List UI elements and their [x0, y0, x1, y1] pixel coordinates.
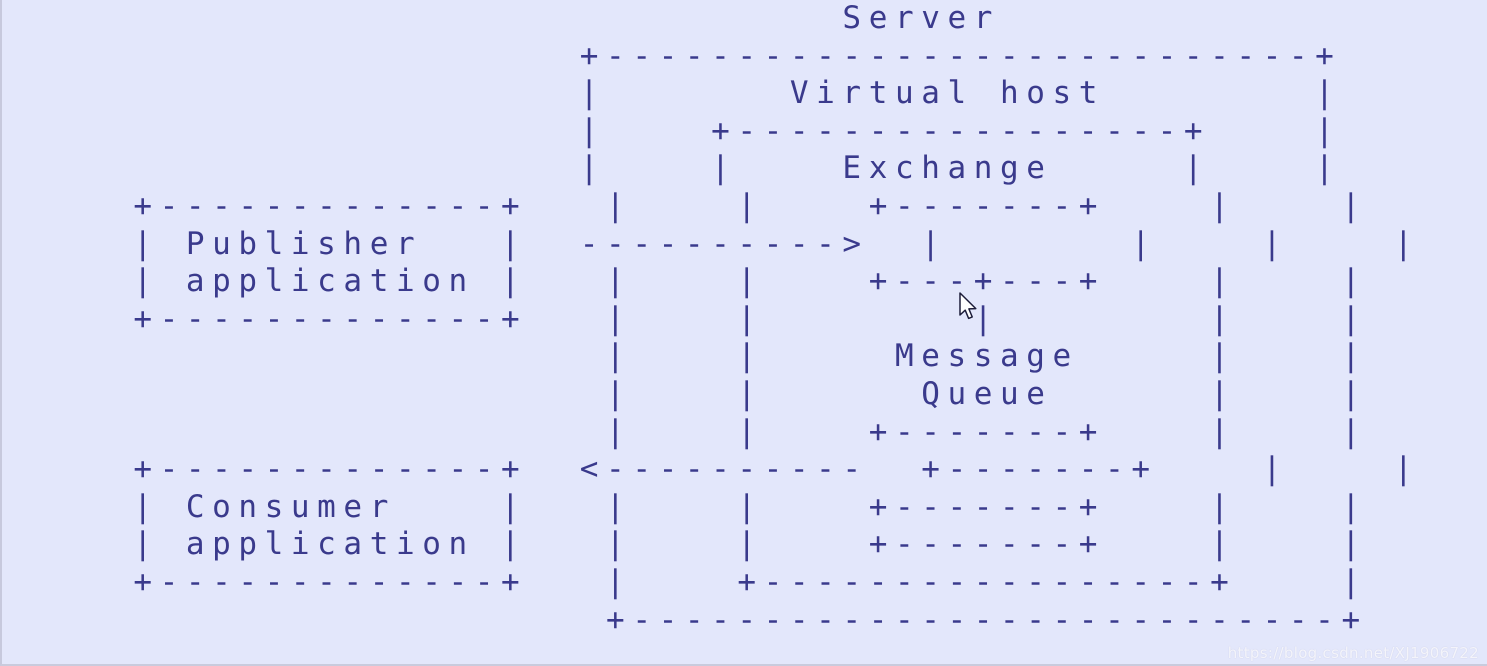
diagram-row: Server [2, 0, 1001, 36]
diagram-row: +-------------+ <---------- +-------+ | … [2, 451, 1421, 488]
site-watermark: https://blog.csdn.net/XJ1906722 [1227, 644, 1479, 662]
diagram-row: +---------------------------+ [2, 601, 1368, 638]
diagram-row: +-------------+ | | | | | [2, 300, 1368, 337]
diagram-row: | | Queue | | [2, 375, 1368, 412]
diagram-row: | | Exchange | | [2, 150, 1342, 187]
diagram-row: | Virtual host | [2, 75, 1342, 112]
diagram-row: | | +-------+ | | [2, 413, 1368, 450]
diagram-row: | application | | | +-------+ | | [2, 526, 1368, 563]
diagram-row: +-------------+ | | +-------+ | | [2, 187, 1368, 224]
diagram-row: | Publisher | ----------> | | | | [2, 225, 1421, 262]
ascii-architecture-diagram: Server +---------------------------+ | V… [2, 0, 1420, 639]
diagram-row: | application | | | +---+---+ | | [2, 263, 1368, 300]
diagram-row: | | Message | | [2, 338, 1368, 375]
diagram-row: +-------------+ | +-----------------+ | [2, 563, 1368, 600]
diagram-row: | +-----------------+ | [2, 112, 1342, 149]
diagram-row: | Consumer | | | +-------+ | | [2, 488, 1368, 525]
diagram-row: +---------------------------+ [2, 37, 1342, 74]
